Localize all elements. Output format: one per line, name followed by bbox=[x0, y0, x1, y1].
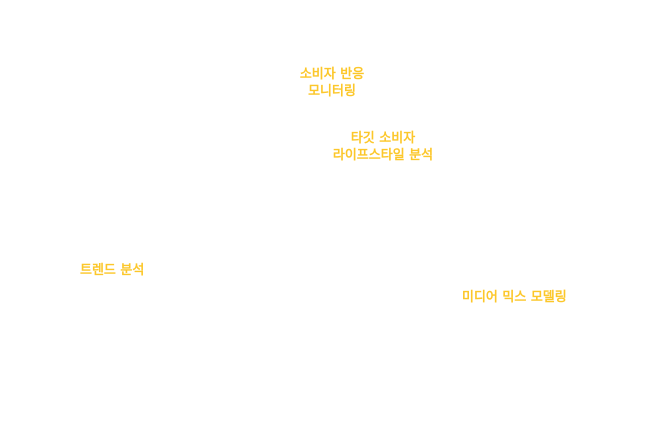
target-lifestyle-line2: 라이프스타일 분석 bbox=[332, 148, 434, 163]
consumer-reaction-line1: 소비자 반응 bbox=[299, 67, 365, 82]
media-mix-modeling-label: 미디어 믹스 모델링 bbox=[462, 289, 578, 306]
target-lifestyle-analysis-label: 타깃 소비자 라이프스타일 분석 bbox=[328, 130, 438, 164]
consumer-reaction-line2: 모니터링 bbox=[308, 84, 356, 99]
media-mix-line1: 미디어 믹스 모델링 bbox=[462, 290, 567, 305]
trend-analysis-label: 트렌드 분석 bbox=[80, 262, 152, 279]
trend-analysis-line1: 트렌드 분석 bbox=[80, 263, 145, 278]
target-lifestyle-line1: 타깃 소비자 bbox=[350, 131, 416, 146]
consumer-reaction-monitoring-label: 소비자 반응 모니터링 bbox=[297, 66, 367, 100]
